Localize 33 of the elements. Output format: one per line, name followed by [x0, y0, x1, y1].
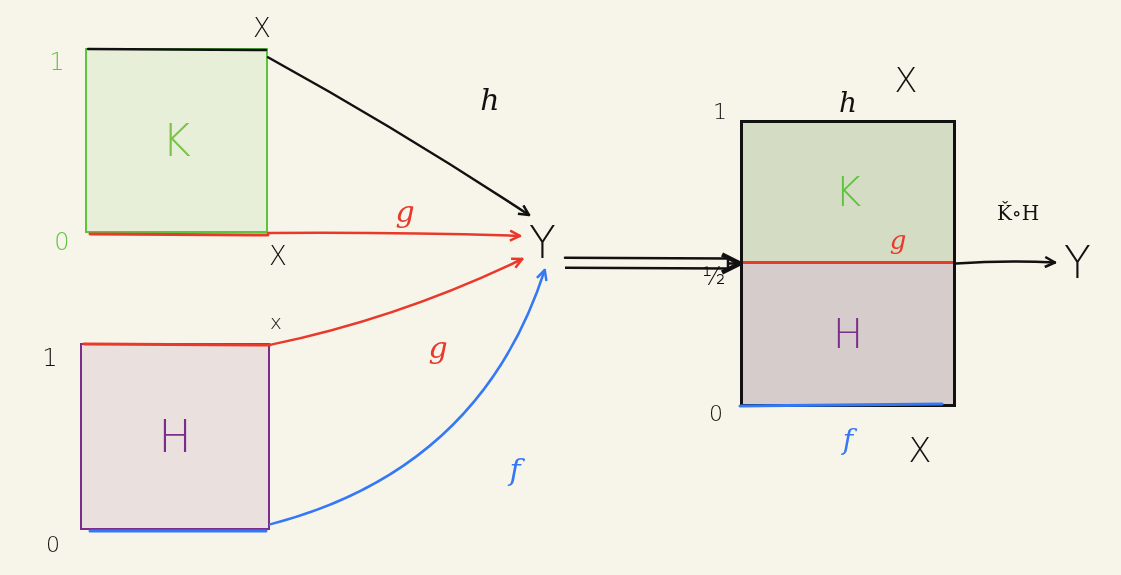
region-letter: Y [529, 220, 556, 265]
region-letter: K [834, 172, 862, 212]
region-letter: H [832, 314, 864, 354]
upper-band [743, 123, 953, 264]
space-label: X [269, 243, 287, 269]
tick-label: 1 [713, 101, 727, 123]
space-label: X [894, 63, 918, 97]
arrow [563, 252, 743, 275]
tick-label: 0 [709, 403, 723, 425]
space-label: X [253, 15, 271, 41]
region-letter: H [158, 414, 192, 459]
region-letter: K [162, 118, 191, 163]
space-label: X [908, 433, 932, 467]
edge-label: h [480, 85, 500, 115]
tick-label: 1 [42, 346, 58, 370]
edge-label: g [428, 333, 448, 363]
edge-label: Ǩ∘H [996, 203, 1040, 223]
space-label: x [270, 312, 282, 332]
square-region [80, 343, 270, 530]
tick-label: 0 [46, 534, 60, 556]
tick-label: ½ [702, 265, 726, 289]
region-letter: Y [1064, 240, 1091, 285]
arrow [954, 255, 1057, 269]
tick-label: 0 [54, 230, 70, 254]
arrow [268, 257, 524, 347]
map-label: h [839, 89, 857, 117]
edge-label: g [395, 197, 415, 227]
combined-rectangle [740, 120, 956, 407]
tick-label: 1 [49, 50, 65, 74]
square-region [85, 48, 268, 233]
map-label: g [889, 227, 907, 253]
arrow [266, 229, 522, 242]
lower-band [743, 264, 953, 404]
